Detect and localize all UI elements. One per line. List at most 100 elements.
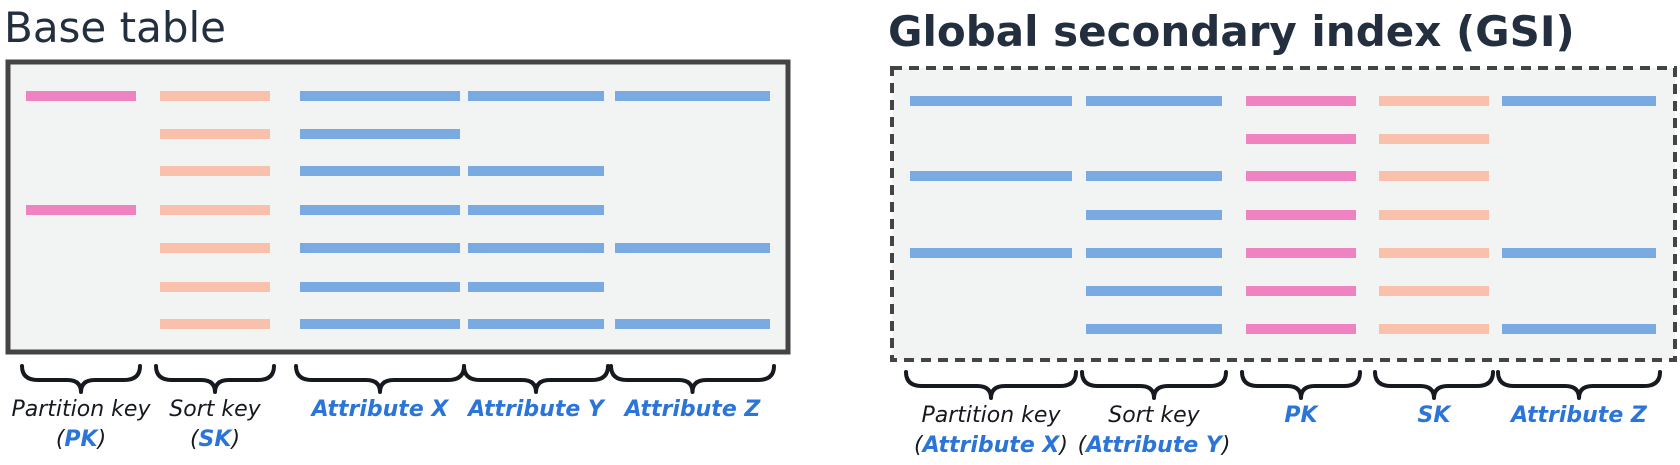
column-label-text: Sort key: [1108, 403, 1200, 428]
cell-bar: [160, 319, 270, 329]
cell-bar: [300, 282, 460, 292]
base-table-column-1: Partition key (PK): [12, 91, 152, 452]
column-label: SK: [1418, 403, 1453, 428]
cell-bar: [468, 166, 604, 176]
gsi-column-4: SK: [1373, 96, 1495, 428]
column-brace: [462, 364, 610, 394]
gsi-column-1: Partition key (Attribute X): [904, 96, 1078, 458]
paren-close: ): [96, 427, 107, 452]
cell-bar: [160, 91, 270, 101]
paren-open: (: [56, 427, 66, 452]
cell-bar: [468, 282, 604, 292]
column-label: Sort key: [169, 397, 261, 422]
cell-bar: [615, 319, 770, 329]
gsi-panel: Global secondary index (GSI) Partition ke…: [888, 7, 1677, 458]
cell-bar: [1502, 96, 1656, 106]
column-sublabel-highlight: SK: [199, 427, 234, 452]
column-label: Partition key: [922, 403, 1062, 428]
cell-bar: [1502, 248, 1656, 258]
cell-bar: [1379, 171, 1489, 181]
column-brace: [1496, 370, 1662, 400]
cell-bar: [160, 129, 270, 139]
cell-bar: [468, 319, 604, 329]
cell-bar: [1246, 96, 1356, 106]
cell-bar: [1246, 171, 1356, 181]
column-brace: [1240, 370, 1362, 400]
column-brace: [609, 364, 776, 394]
column-label: Partition key: [12, 397, 152, 422]
cell-bar: [615, 91, 770, 101]
cell-bar: [910, 96, 1072, 106]
cell-bar: [468, 243, 604, 253]
base-table-column-2: Sort key (SK): [154, 91, 276, 452]
cell-bar: [300, 91, 460, 101]
column-brace: [20, 364, 142, 394]
base-table-column-3: Attribute X: [294, 91, 466, 422]
column-brace: [294, 364, 466, 394]
column-label-text: Attribute Z: [623, 397, 762, 422]
cell-bar: [1246, 324, 1356, 334]
cell-bar: [26, 91, 136, 101]
column-sublabel: (Attribute X): [914, 433, 1068, 458]
cell-bar: [300, 319, 460, 329]
cell-bar: [1086, 171, 1222, 181]
gsi-column-3: PK: [1240, 96, 1362, 428]
paren-open: (: [1078, 433, 1088, 458]
cell-bar: [1379, 286, 1489, 296]
cell-bar: [1379, 134, 1489, 144]
cell-bar: [26, 205, 136, 215]
cell-bar: [1379, 96, 1489, 106]
column-label: Attribute X: [310, 397, 450, 422]
column-sublabel-highlight: Attribute Y: [1084, 433, 1224, 458]
cell-bar: [910, 248, 1072, 258]
cell-bar: [615, 243, 770, 253]
cell-bar: [1379, 248, 1489, 258]
cell-bar: [1246, 248, 1356, 258]
base-table-column-4: Attribute Y: [462, 91, 610, 422]
cell-bar: [160, 205, 270, 215]
cell-bar: [300, 243, 460, 253]
cell-bar: [468, 91, 604, 101]
column-label-text: Attribute Z: [1509, 403, 1648, 428]
column-label-text: Sort key: [169, 397, 261, 422]
column-sublabel-highlight: Attribute X: [921, 433, 1061, 458]
column-sublabel: (SK): [190, 427, 240, 452]
column-brace: [1373, 370, 1495, 400]
cell-bar: [300, 166, 460, 176]
column-label-text: Attribute Y: [466, 397, 606, 422]
gsi-column-5: Attribute Z: [1496, 96, 1662, 428]
column-label-text: SK: [1418, 403, 1453, 428]
column-label: PK: [1284, 403, 1319, 428]
column-label: Attribute Z: [1509, 403, 1648, 428]
paren-close: ): [1057, 433, 1068, 458]
column-brace: [904, 370, 1078, 400]
cell-bar: [300, 205, 460, 215]
column-label-text: Partition key: [12, 397, 152, 422]
column-sublabel: (PK): [56, 427, 106, 452]
cell-bar: [1246, 134, 1356, 144]
paren-open: (: [190, 427, 200, 452]
gsi-title: Global secondary index (GSI): [888, 7, 1575, 56]
cell-bar: [160, 243, 270, 253]
column-label-text: Partition key: [922, 403, 1062, 428]
cell-bar: [1379, 210, 1489, 220]
column-label: Sort key: [1108, 403, 1200, 428]
cell-bar: [300, 129, 460, 139]
cell-bar: [1502, 324, 1656, 334]
cell-bar: [160, 166, 270, 176]
cell-bar: [1086, 210, 1222, 220]
gsi-column-2: Sort key (Attribute Y): [1078, 96, 1231, 458]
cell-bar: [1086, 96, 1222, 106]
paren-close: ): [1220, 433, 1231, 458]
column-brace: [1080, 370, 1228, 400]
column-label-text: PK: [1284, 403, 1319, 428]
cell-bar: [1246, 286, 1356, 296]
cell-bar: [1379, 324, 1489, 334]
cell-bar: [910, 171, 1072, 181]
column-label: Attribute Y: [466, 397, 606, 422]
column-label: Attribute Z: [623, 397, 762, 422]
paren-close: ): [229, 427, 240, 452]
paren-open: (: [914, 433, 924, 458]
